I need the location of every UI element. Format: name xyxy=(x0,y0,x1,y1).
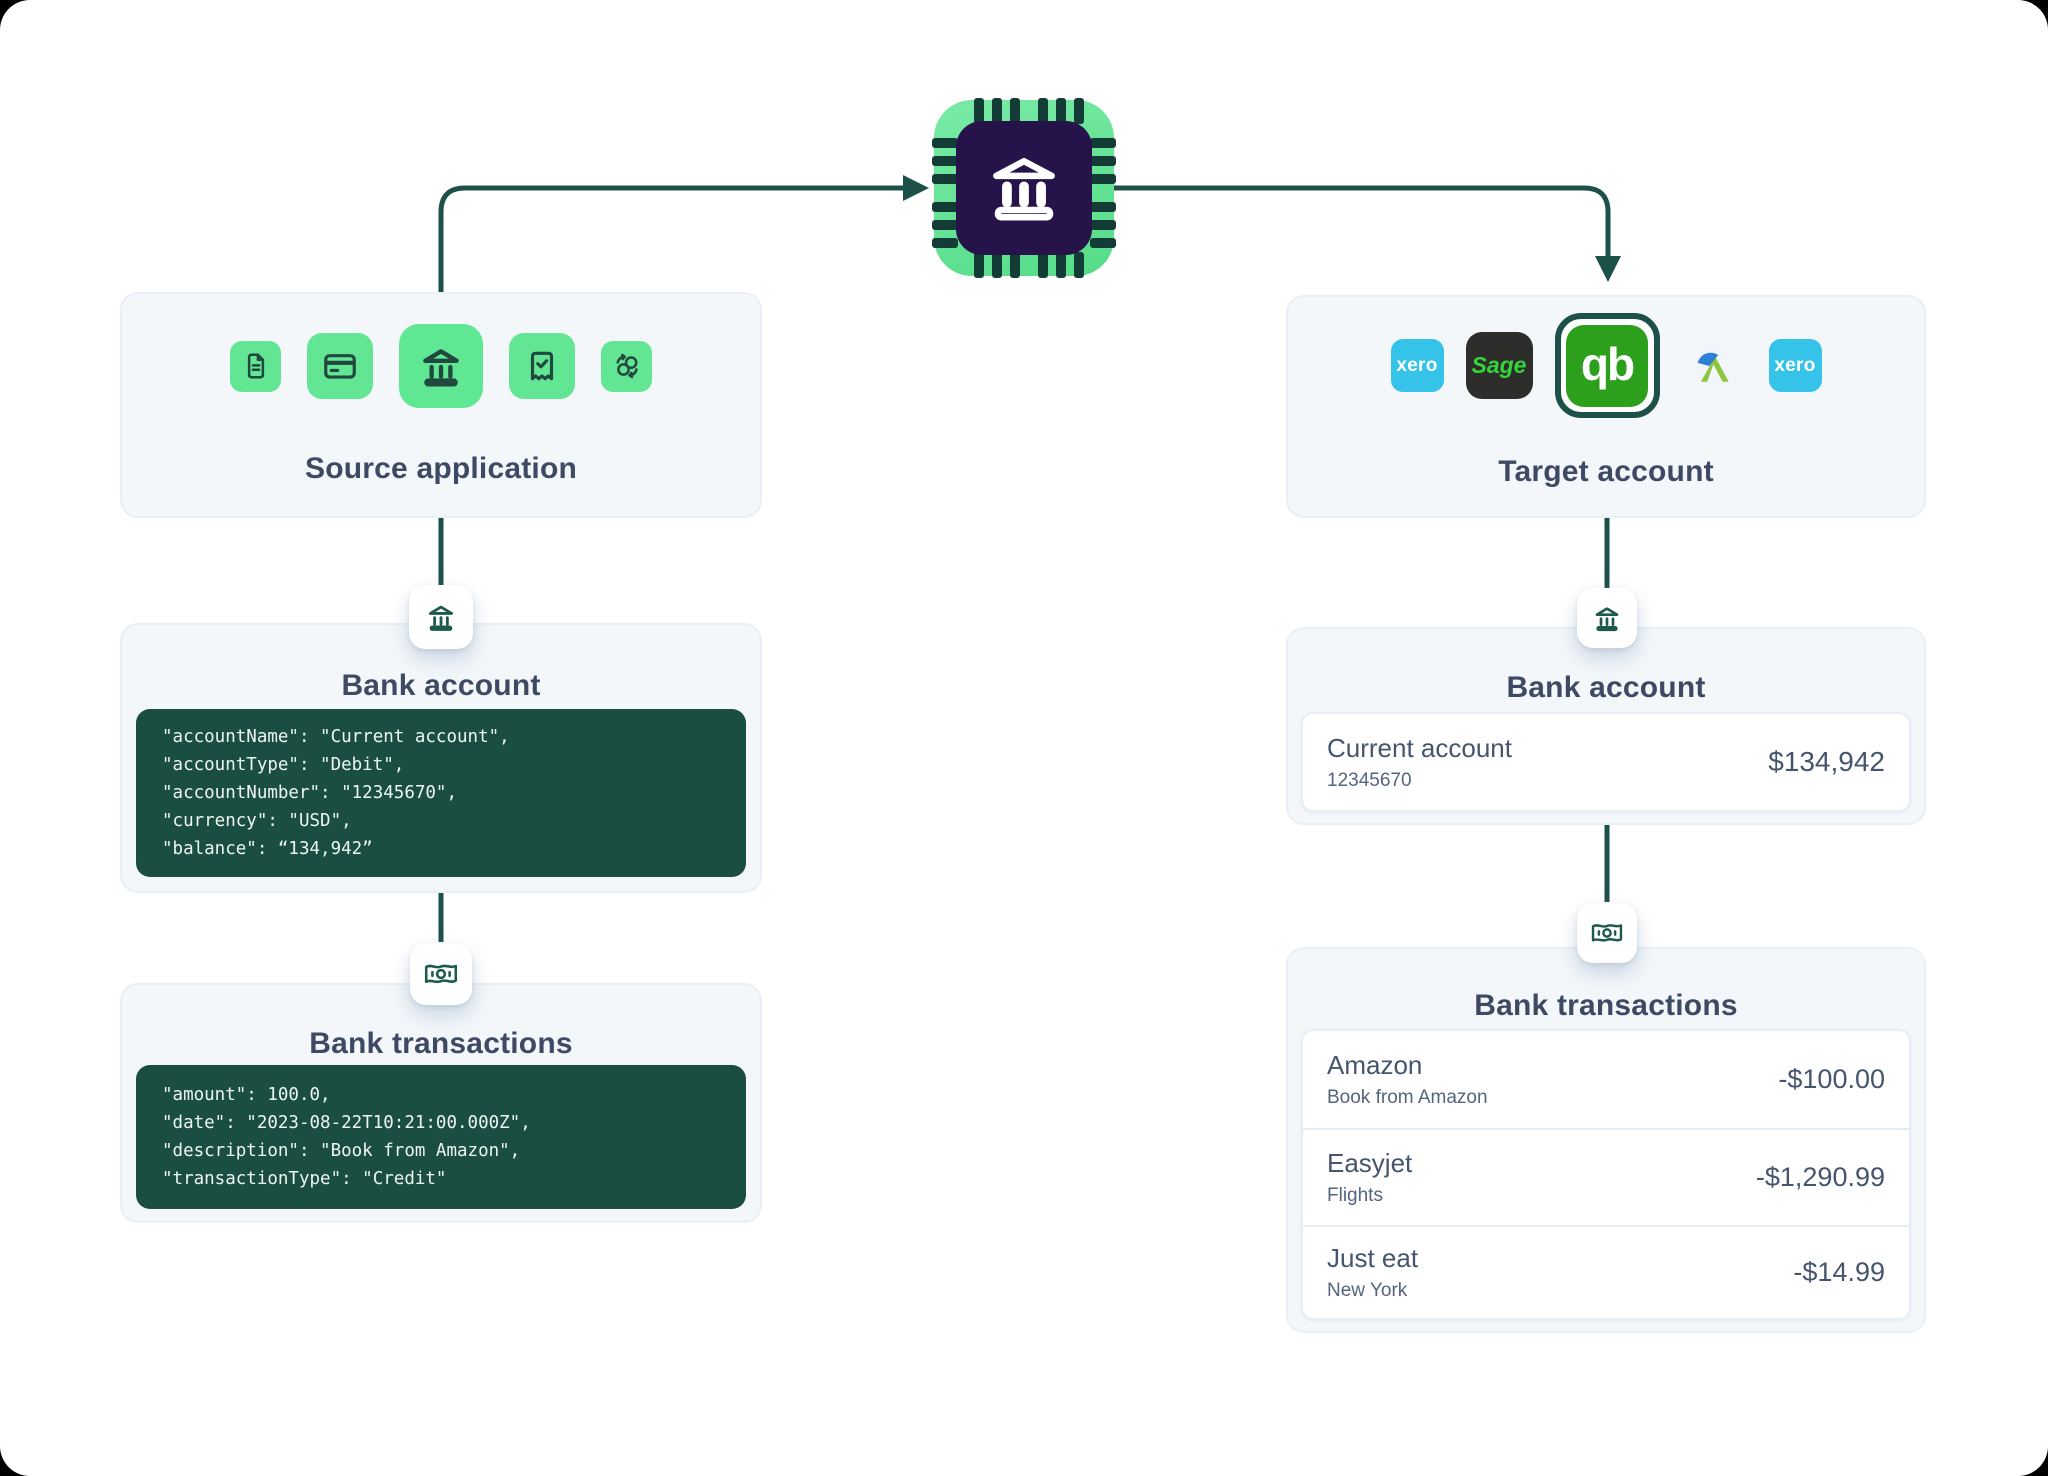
xero-label: xero xyxy=(1396,355,1437,377)
bank-icon xyxy=(1591,602,1623,634)
banknote-badge xyxy=(410,943,472,1005)
transaction-name: Amazon xyxy=(1327,1050,1488,1081)
bank-account-title: Bank account xyxy=(1288,671,1924,705)
xero-logo: xero xyxy=(1769,339,1822,392)
bank-account-json: "accountName": "Current account", "accou… xyxy=(136,709,746,877)
transaction-desc: Flights xyxy=(1327,1185,1412,1207)
current-account-row: Current account 12345670 $134,942 xyxy=(1301,712,1911,812)
chip-core xyxy=(956,121,1092,255)
banknote-icon xyxy=(1590,919,1624,947)
sage-logo: Sage xyxy=(1466,332,1533,399)
bank-badge xyxy=(409,585,473,649)
transaction-desc: New York xyxy=(1327,1280,1418,1302)
code-line: "accountName": "Current account", xyxy=(162,723,746,751)
quickbooks-label: qb xyxy=(1581,337,1633,391)
bank-badge xyxy=(1577,588,1637,648)
freeagent-logo xyxy=(1682,333,1747,398)
xero-label: xero xyxy=(1774,355,1815,377)
target-account-title: Target account xyxy=(1288,455,1924,489)
account-number: 12345670 xyxy=(1327,770,1512,792)
freeagent-icon xyxy=(1693,345,1735,387)
code-line: "transactionType": "Credit" xyxy=(162,1165,746,1193)
code-line: "date": "2023-08-22T10:21:00.000Z", xyxy=(162,1109,746,1137)
transaction-amount: -$14.99 xyxy=(1793,1257,1885,1288)
sage-label: Sage xyxy=(1472,352,1527,379)
transaction-row: Easyjet Flights -$1,290.99 xyxy=(1303,1128,1909,1225)
transaction-amount: -$100.00 xyxy=(1778,1064,1885,1095)
source-application-card: Source application xyxy=(120,292,762,518)
bank-transactions-title: Bank transactions xyxy=(122,1027,760,1061)
transaction-row: Just eat New York -$14.99 xyxy=(1303,1225,1909,1318)
account-name: Current account xyxy=(1327,733,1512,764)
source-application-title: Source application xyxy=(122,452,760,486)
transaction-name: Easyjet xyxy=(1327,1148,1412,1179)
code-line: "accountType": "Debit", xyxy=(162,751,746,779)
bank-chip-icon xyxy=(934,100,1114,276)
bank-icon xyxy=(424,600,458,634)
bank-transactions-title: Bank transactions xyxy=(1288,989,1924,1023)
left-bank-account-card: Bank account "accountName": "Current acc… xyxy=(120,623,762,893)
banknote-icon xyxy=(423,959,459,989)
xero-logo: xero xyxy=(1391,339,1444,392)
bank-icon xyxy=(985,148,1063,228)
code-line: "amount": 100.0, xyxy=(162,1081,746,1109)
transaction-name: Just eat xyxy=(1327,1243,1418,1274)
credit-card-icon xyxy=(307,333,373,399)
left-bank-transactions-card: Bank transactions "amount": 100.0, "date… xyxy=(120,983,762,1223)
quickbooks-glyph: qb xyxy=(1566,325,1648,407)
right-bank-account-card: Bank account Current account 12345670 $1… xyxy=(1286,627,1926,825)
transaction-desc: Book from Amazon xyxy=(1327,1087,1488,1109)
right-bank-transactions-card: Bank transactions Amazon Book from Amazo… xyxy=(1286,947,1926,1333)
banknote-badge xyxy=(1577,903,1637,963)
bank-icon xyxy=(399,324,483,408)
code-line: "balance": “134,942” xyxy=(162,835,746,863)
code-line: "description": "Book from Amazon", xyxy=(162,1137,746,1165)
bank-transactions-json: "amount": 100.0, "date": "2023-08-22T10:… xyxy=(136,1065,746,1209)
document-icon xyxy=(230,341,281,392)
account-balance: $134,942 xyxy=(1768,746,1885,778)
receipt-check-icon xyxy=(509,333,575,399)
sync-icon xyxy=(601,341,652,392)
transactions-list: Amazon Book from Amazon -$100.00 Easyjet… xyxy=(1301,1029,1911,1320)
code-line: "accountNumber": "12345670", xyxy=(162,779,746,807)
bank-account-title: Bank account xyxy=(122,669,760,703)
code-line: "currency": "USD", xyxy=(162,807,746,835)
transaction-amount: -$1,290.99 xyxy=(1756,1162,1885,1193)
target-account-card: xero Sage qb xero Target account xyxy=(1286,295,1926,518)
quickbooks-logo-selected: qb xyxy=(1555,313,1660,418)
transaction-row: Amazon Book from Amazon -$100.00 xyxy=(1303,1031,1909,1128)
